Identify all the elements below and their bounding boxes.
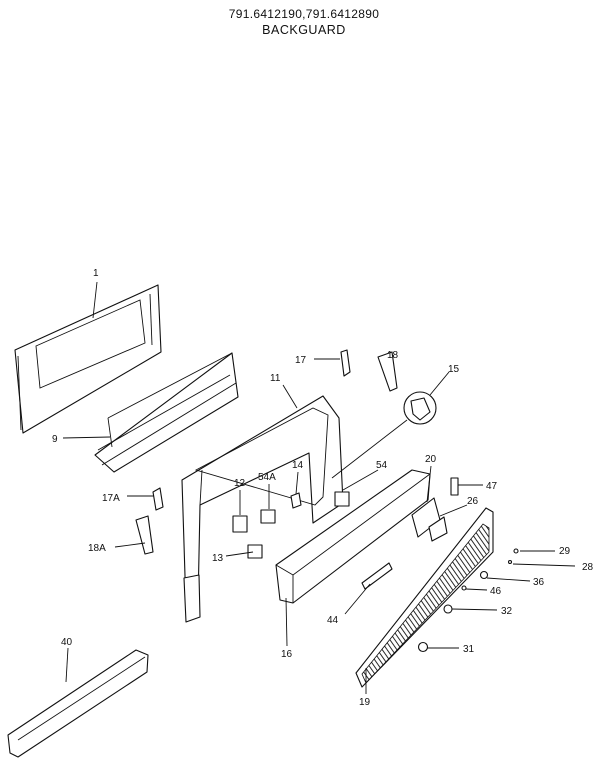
part-18a-bracket bbox=[135, 515, 154, 555]
part-12-switch bbox=[232, 515, 248, 533]
part-13-switch bbox=[247, 544, 263, 559]
small-hardware bbox=[135, 349, 519, 653]
callout-18a: 18A bbox=[88, 543, 106, 554]
callout-31: 31 bbox=[463, 644, 475, 655]
callout-32: 32 bbox=[501, 606, 513, 617]
callout-15: 15 bbox=[448, 364, 460, 375]
callout-54a: 54A bbox=[258, 472, 276, 483]
callout-11: 11 bbox=[270, 373, 281, 384]
callout-36: 36 bbox=[533, 577, 545, 588]
callout-19: 19 bbox=[359, 697, 371, 708]
callout-28: 28 bbox=[582, 562, 594, 573]
leader-lines bbox=[62, 281, 576, 694]
part-11-main-frame bbox=[181, 395, 344, 623]
callout-1: 1 bbox=[93, 268, 99, 279]
callout-44: 44 bbox=[327, 615, 339, 626]
part-19-control-panel bbox=[355, 507, 494, 688]
part-26-lens bbox=[428, 516, 448, 542]
part-17a-clip bbox=[152, 487, 164, 511]
part-9-lower-channel bbox=[94, 352, 239, 473]
diagram-title: BACKGUARD bbox=[262, 23, 346, 37]
callout-26: 26 bbox=[467, 496, 479, 507]
part-31-screw bbox=[417, 641, 429, 653]
callout-17a: 17A bbox=[102, 493, 120, 504]
part-46-screw bbox=[461, 585, 467, 591]
callout-29: 29 bbox=[559, 546, 571, 557]
callout-46: 46 bbox=[490, 586, 502, 597]
part-16-control-bracket bbox=[275, 469, 431, 604]
part-14-clip bbox=[290, 492, 302, 509]
part-17-clip bbox=[340, 349, 351, 377]
callout-14: 14 bbox=[292, 460, 304, 471]
part-54-switch bbox=[334, 491, 350, 507]
callout-12: 12 bbox=[234, 478, 246, 489]
callout-47: 47 bbox=[486, 481, 498, 492]
part-32-screw bbox=[443, 604, 453, 614]
callout-54: 54 bbox=[376, 460, 388, 471]
part-15-knob bbox=[403, 391, 437, 425]
part-36-screw bbox=[479, 570, 489, 580]
part-28-screw bbox=[507, 559, 513, 565]
callout-17: 17 bbox=[295, 355, 307, 366]
part-54a-switch bbox=[260, 509, 276, 524]
callout-13: 13 bbox=[212, 553, 224, 564]
callout-labels: 1 9 11 17 18 15 17A 18A 12 54A 14 54 20 … bbox=[52, 268, 594, 708]
part-29-screw bbox=[513, 548, 519, 554]
callout-20: 20 bbox=[425, 454, 437, 465]
callout-40: 40 bbox=[61, 637, 73, 648]
callout-16: 16 bbox=[281, 649, 293, 660]
callout-9: 9 bbox=[52, 434, 58, 445]
part-47-light bbox=[450, 477, 459, 496]
model-numbers: 791.6412190,791.6412890 bbox=[228, 7, 380, 21]
part-18-bracket bbox=[377, 351, 398, 392]
part-40-front-trim bbox=[7, 649, 149, 758]
part-1-rear-panel bbox=[14, 284, 162, 434]
callout-18: 18 bbox=[387, 350, 399, 361]
part-44-nameplate bbox=[361, 562, 393, 590]
